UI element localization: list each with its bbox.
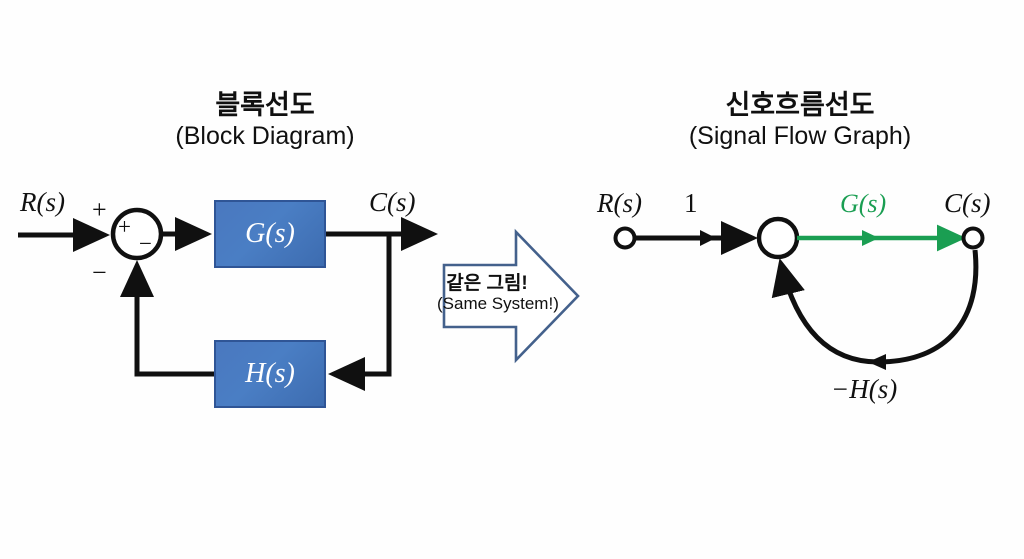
forward-transfer-block-label: G(s) (245, 218, 295, 249)
same-system-callout-korean: 같은 그림! (446, 273, 528, 294)
left-panel-title-korean: 블록선도 (215, 90, 315, 120)
input-signal-label: R(s) (20, 187, 65, 217)
sfg-sum-node (756, 216, 800, 260)
summing-junction-inner-plus: + (118, 214, 131, 239)
sfg-forward-branch (797, 224, 967, 252)
sfg-forward-branch-gain-label: G(s) (840, 189, 887, 218)
feedback-transfer-block[interactable]: H(s) (214, 340, 326, 408)
right-panel-title-english: (Signal Flow Graph) (688, 122, 912, 150)
sfg-output-node-label: C(s) (944, 188, 991, 218)
feedback-takeoff-line (327, 234, 392, 392)
output-signal-label: C(s) (369, 187, 416, 217)
sfg-input-branch-gain-label: 1 (684, 188, 698, 218)
feedback-transfer-block-label: H(s) (245, 358, 295, 389)
left-panel-title-english: (Block Diagram) (175, 122, 355, 150)
sfg-feedback-branch (771, 249, 979, 370)
right-panel-title-korean: 신호흐름선도 (725, 90, 875, 120)
same-system-callout-english: (Same System!) (437, 294, 559, 313)
sfg-input-node (613, 226, 637, 250)
sfg-feedback-branch-gain-label: −H(s) (831, 374, 898, 404)
sfg-input-branch (636, 220, 759, 255)
forward-transfer-block[interactable]: G(s) (214, 200, 326, 268)
summing-junction-inner-minus: − (139, 231, 152, 256)
summing-junction-plus-sign: + (92, 195, 107, 224)
feedback-return-line (119, 259, 214, 377)
sfg-output-node (961, 226, 985, 250)
summing-junction-minus-sign: − (92, 258, 107, 287)
sfg-input-node-label: R(s) (597, 188, 642, 218)
